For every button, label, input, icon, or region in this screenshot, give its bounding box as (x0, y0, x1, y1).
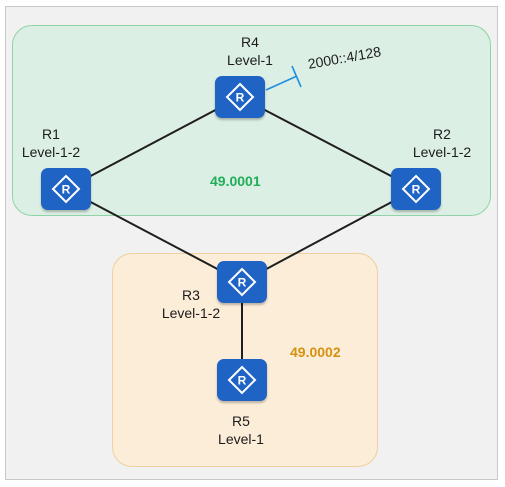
router-r4-name: R4 (241, 34, 259, 50)
router-r4-level: Level-1 (227, 52, 273, 68)
link-r1-r3 (65, 188, 243, 283)
router-icon: R (227, 365, 257, 395)
router-r3-label: R3 Level-1-2 (162, 286, 220, 322)
router-r2-label: R2 Level-1-2 (413, 125, 471, 161)
link-r4-r2 (239, 96, 417, 190)
router-icon: R (225, 82, 255, 112)
area-id-49-0001: 49.0001 (210, 173, 261, 189)
router-r2-level: Level-1-2 (412, 144, 472, 160)
router-r2[interactable]: R (391, 168, 441, 210)
svg-text:R: R (238, 374, 247, 388)
svg-text:R: R (236, 91, 245, 105)
router-r5-label: R5 Level-1 (218, 412, 264, 448)
svg-text:R: R (62, 183, 71, 197)
router-r2-name: R2 (433, 126, 451, 142)
svg-text:R: R (238, 276, 247, 290)
router-r3[interactable]: R (217, 261, 267, 303)
link-r2-r3 (241, 188, 417, 283)
router-icon: R (227, 267, 257, 297)
router-r1-level: Level-1-2 (21, 144, 81, 160)
router-r4[interactable]: R (215, 76, 265, 118)
router-icon: R (51, 174, 81, 204)
router-r1[interactable]: R (41, 168, 91, 210)
link-r4-r1 (65, 96, 241, 190)
router-r4-label: R4 Level-1 (227, 33, 273, 69)
router-r5-name: R5 (232, 413, 250, 429)
router-r1-label: R1 Level-1-2 (22, 125, 80, 161)
prefix-stub-line (265, 75, 298, 91)
router-r3-name: R3 (182, 287, 200, 303)
prefix-stub-bar (291, 65, 302, 88)
svg-text:R: R (412, 183, 421, 197)
router-r1-name: R1 (42, 126, 60, 142)
router-icon: R (401, 174, 431, 204)
area-id-49-0002: 49.0002 (290, 344, 341, 360)
router-r5-level: Level-1 (218, 431, 264, 447)
router-r5[interactable]: R (217, 359, 267, 401)
router-r3-level: Level-1-2 (161, 305, 221, 321)
